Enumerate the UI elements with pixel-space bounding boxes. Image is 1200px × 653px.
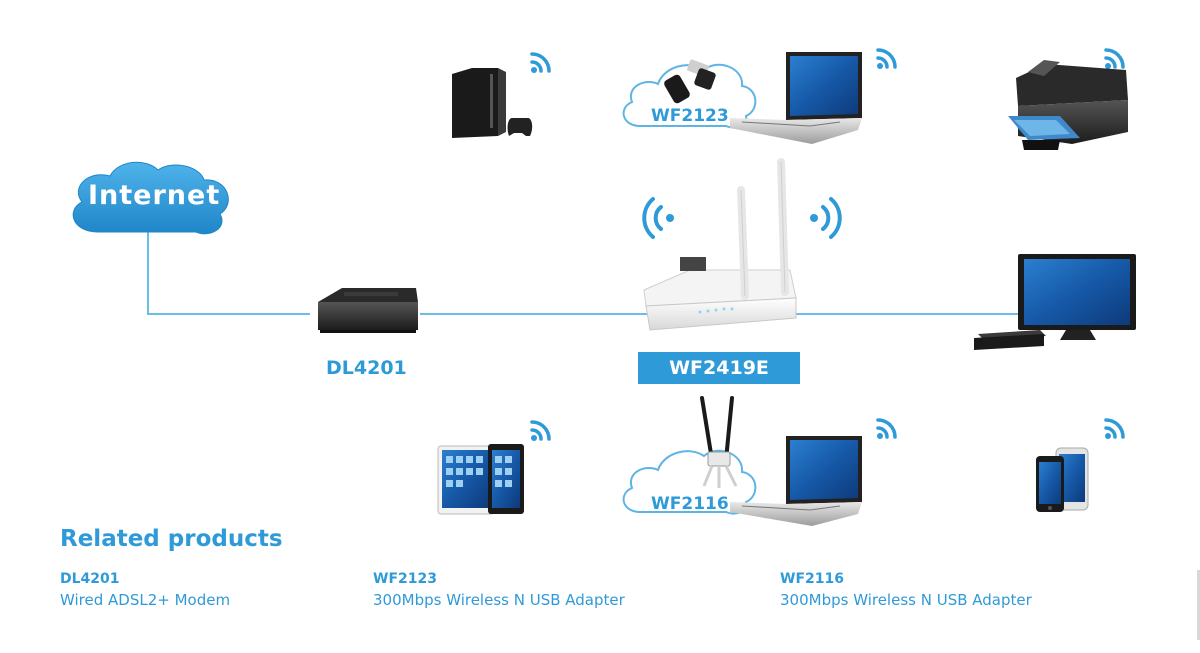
laptop-icon — [730, 436, 862, 526]
smartphone-icon — [1036, 456, 1064, 512]
usb-adapter-top-label: WF2123 — [651, 106, 729, 126]
internet-label: Internet — [88, 180, 221, 211]
modem-icon — [318, 288, 418, 333]
wifi-icon — [530, 52, 551, 73]
tablet-icon — [437, 445, 495, 515]
usb-adapter-icon — [700, 396, 738, 488]
modem-label: DL4201 — [326, 357, 407, 379]
usb-adapter-icon — [664, 59, 716, 104]
router-signal-right-icon — [810, 197, 842, 239]
related-products-title: Related products — [60, 526, 283, 552]
tv-icon — [1018, 254, 1136, 340]
usb-adapter-bottom-label: WF2116 — [651, 494, 729, 514]
product-desc: Wired ADSL2+ Modem — [60, 591, 231, 609]
wifi-icon — [530, 420, 551, 441]
product-name: WF2116 — [780, 571, 844, 587]
set-top-box-icon — [974, 330, 1046, 350]
internet-to-modem-line — [147, 232, 310, 315]
router-label: WF2419E — [638, 352, 800, 384]
wifi-icon — [876, 418, 897, 439]
wifi-icon — [1104, 418, 1125, 439]
laptop-icon — [730, 52, 862, 144]
product-name: DL4201 — [60, 571, 120, 587]
wifi-icon — [1104, 48, 1125, 69]
router-signal-left-icon — [642, 197, 674, 239]
game-console-icon — [452, 68, 533, 138]
router-icon — [643, 158, 797, 331]
edge-marker — [1197, 570, 1200, 640]
connection-lines — [147, 232, 1018, 315]
product-desc: 300Mbps Wireless N USB Adapter — [780, 591, 1032, 609]
product-desc: 300Mbps Wireless N USB Adapter — [373, 591, 625, 609]
product-name: WF2123 — [373, 571, 437, 587]
printer-icon — [1008, 60, 1128, 150]
internet-cloud — [72, 161, 229, 235]
tablet-icon — [488, 444, 524, 514]
wifi-icon — [876, 48, 897, 69]
